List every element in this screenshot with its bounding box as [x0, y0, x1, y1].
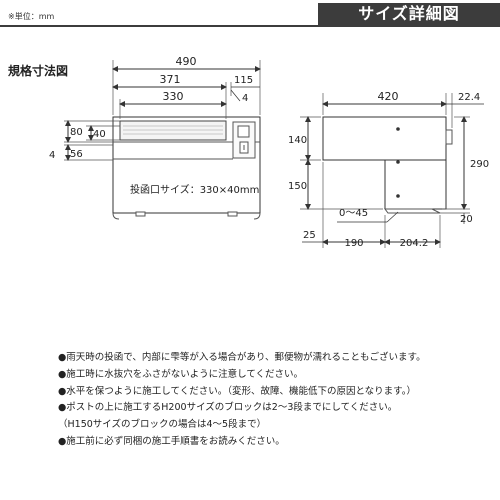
dim-40: 40	[93, 129, 106, 140]
front-foot-right	[227, 211, 238, 217]
side-flap	[445, 129, 453, 145]
section-title: 規格寸法図	[8, 64, 69, 78]
dim-190: 190	[344, 238, 363, 249]
dim-420: 420	[378, 90, 399, 103]
front-view-labels: 490 371 115 330 4 80 40 4 56 投函口サイズ：330×…	[49, 55, 259, 196]
note-manual: ●施工前に必ず同梱の施工手順書をお読みください。	[58, 435, 285, 447]
header-rule	[0, 25, 500, 27]
note-block-h150: （H150サイズのブロックの場合は4〜5段まで）	[58, 419, 267, 431]
side-view-labels: 420 22.4 140 150 290 20 0〜45 25 190 204.…	[288, 90, 489, 249]
dim-330: 330	[163, 90, 184, 103]
note-block-h200: ●ポストの上に施工するH200サイズのブロックは2〜3段までにしてください。	[58, 402, 398, 414]
slot-size-label: 投函口サイズ：330×40mm	[130, 183, 259, 196]
dim-140: 140	[288, 135, 307, 146]
dim-56: 56	[70, 149, 83, 160]
page-title: サイズ詳細図	[358, 4, 460, 23]
note-level: ●水平を保つように施工してください。（変形、故障、機能低下の原因となります。）	[58, 385, 416, 397]
dim-0-45: 0〜45	[339, 208, 368, 219]
note-rain: ●雨天時の投函で、内部に雫等が入る場合があり、郵便物が濡れることもございます。	[58, 352, 426, 363]
title-banner: サイズ詳細図	[318, 3, 500, 25]
header-bar: ※単位：mm サイズ詳細図	[0, 0, 500, 27]
side-lower-body	[385, 159, 447, 210]
dim-204-2: 204.2	[400, 238, 429, 249]
note-drain-hole: ●施工時に水抜穴をふさがないように注意してください。	[58, 368, 304, 380]
dim-80: 80	[70, 127, 83, 138]
dim-4-side: 4	[49, 150, 55, 161]
dim-22-4: 22.4	[458, 92, 480, 103]
dim-115: 115	[234, 75, 253, 86]
dim-4-top: 4	[242, 93, 248, 104]
front-foot-left	[135, 211, 146, 217]
side-tray	[384, 208, 441, 214]
dim-25: 25	[303, 230, 316, 241]
front-view	[64, 60, 261, 220]
dim-371: 371	[160, 73, 181, 86]
mail-slot-opening	[119, 120, 227, 141]
unit-note: ※単位：mm	[8, 12, 55, 21]
side-upper-body	[322, 116, 447, 161]
dim-290: 290	[470, 159, 489, 170]
side-view	[300, 93, 484, 248]
dim-490: 490	[176, 55, 197, 68]
dim-150: 150	[288, 181, 307, 192]
notes-list: ●雨天時の投函で、内部に雫等が入る場合があり、郵便物が濡れることもございます。 …	[58, 350, 488, 451]
dim-20: 20	[460, 214, 473, 225]
dial-window	[237, 125, 250, 138]
